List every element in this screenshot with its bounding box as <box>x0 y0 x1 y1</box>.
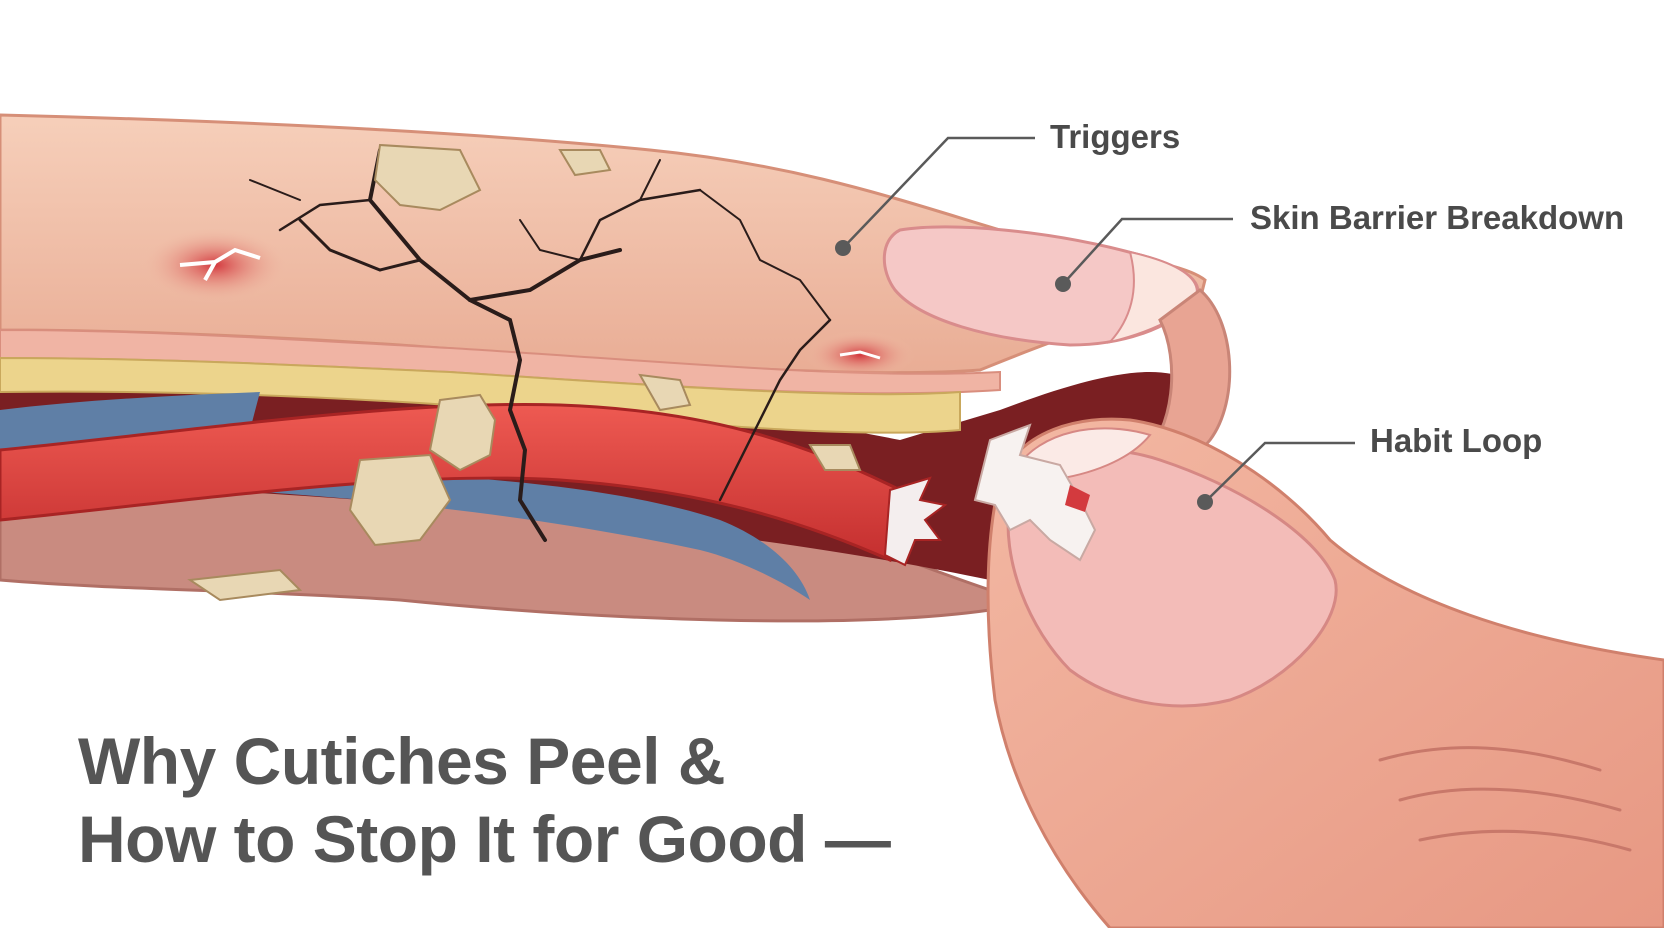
habit-loop-label: Habit Loop <box>1370 422 1543 459</box>
cuticle-wound <box>1065 485 1090 512</box>
triggers-leader <box>842 136 1035 249</box>
main-fingernail <box>882 225 1200 347</box>
leader-dots <box>835 240 1213 510</box>
vein-upper <box>0 392 260 455</box>
triggers-dot <box>835 240 851 256</box>
main-finger <box>0 113 1232 623</box>
artery <box>0 402 902 563</box>
wound-left-crack <box>179 247 261 281</box>
artery-torn-end <box>883 476 948 567</box>
title-line-1: Why Cutiches Peel & <box>78 724 726 798</box>
skin-barrier-leader <box>1062 217 1233 285</box>
title-line-2: How to Stop It for Good — <box>78 802 891 876</box>
wound-right <box>805 331 915 379</box>
skin-barrier-label: Skin Barrier Breakdown <box>1250 199 1625 236</box>
leader-lines <box>842 136 1355 503</box>
knuckle-creases <box>1378 746 1632 852</box>
picking-fingernail <box>1006 448 1338 708</box>
skin-barrier-dot <box>1055 276 1071 292</box>
picking-finger <box>973 417 1664 928</box>
habit-loop-dot <box>1197 494 1213 510</box>
page-title: Why Cutiches Peel & How to Stop It for G… <box>78 722 891 878</box>
wound-right-crack <box>839 350 881 360</box>
habit-loop-leader <box>1204 441 1355 503</box>
peeled-cuticle <box>973 423 1097 562</box>
triggers-label: Triggers <box>1050 118 1181 155</box>
skin-cracks <box>249 148 832 542</box>
flaking-skin <box>187 143 862 602</box>
